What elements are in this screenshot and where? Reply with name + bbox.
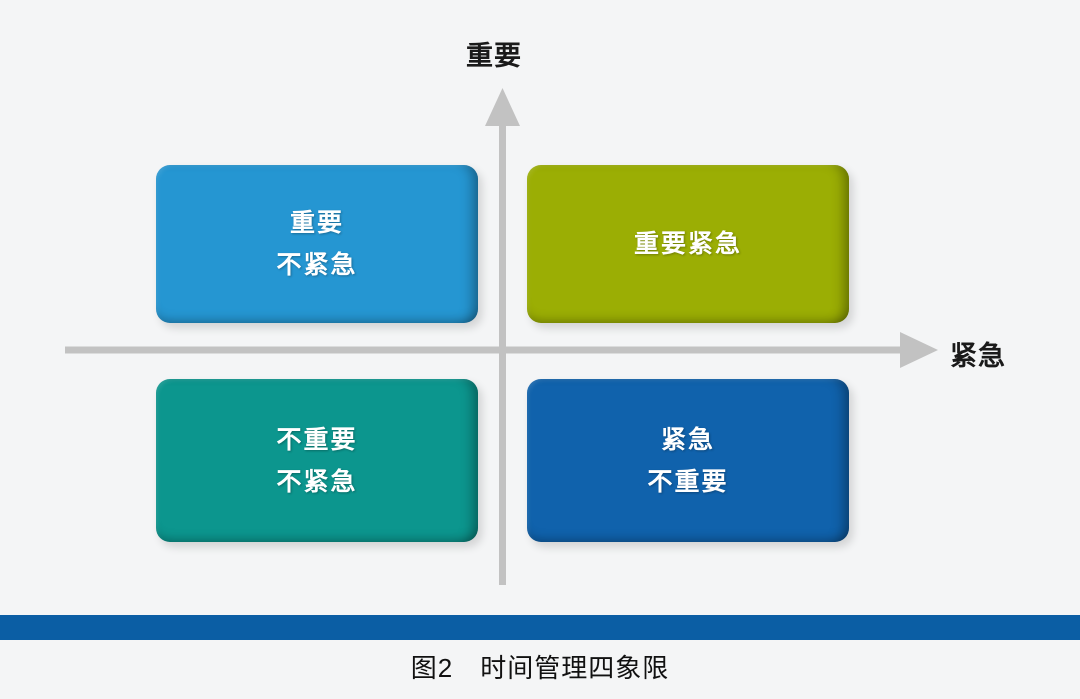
quadrant-label-line: 不紧急	[276, 467, 358, 496]
quadrant-not-important-not-urgent[interactable]: 不重要 不紧急	[156, 379, 478, 542]
horizontal-axis-arrow	[65, 332, 938, 368]
quadrant-label-line: 重要紧急	[633, 230, 742, 258]
up-arrow-icon	[485, 88, 520, 126]
right-arrow-icon	[900, 332, 938, 368]
quadrant-label-line: 不重要	[647, 467, 729, 496]
quadrant-label-line: 不紧急	[276, 251, 358, 279]
footer-divider-rule	[0, 615, 1080, 640]
axis-label-important: 重要	[466, 41, 522, 71]
quadrant-label-line: 重要	[289, 209, 344, 237]
vertical-axis-arrow	[485, 88, 520, 585]
quadrant-label-line: 不重要	[276, 425, 358, 454]
quadrant-important-not-urgent[interactable]: 重要 不紧急	[156, 165, 478, 323]
figure-caption: 图2 时间管理四象限	[410, 653, 670, 683]
diagram-stage: 重要 紧急 重要 不紧急 重要紧急 不重要 不紧急 紧急 不重要	[65, 41, 1006, 585]
axis-label-urgent: 紧急	[950, 341, 1006, 371]
quadrant-label-line: 紧急	[660, 425, 715, 454]
quadrant-important-urgent[interactable]: 重要紧急	[527, 165, 849, 323]
quadrant-urgent-not-important[interactable]: 紧急 不重要	[527, 379, 849, 542]
